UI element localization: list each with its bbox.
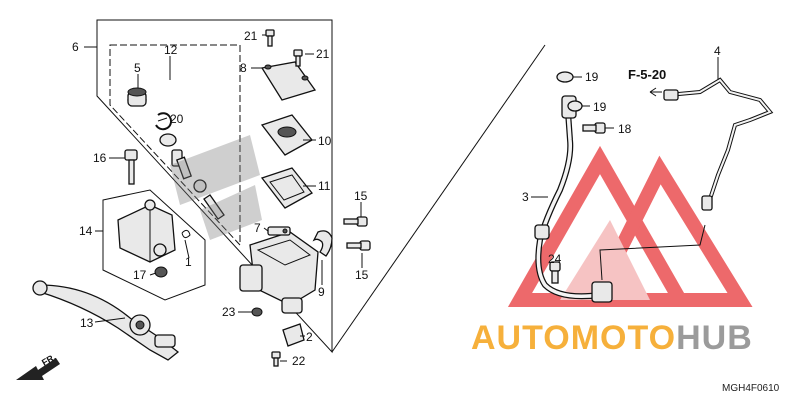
watermark-triangle-right	[583, 155, 753, 307]
diagram-code: MGH4F0610	[722, 383, 780, 394]
watermark-moto: MOTO	[571, 319, 676, 357]
callout-1: 1	[185, 255, 192, 269]
callout-7: 7	[254, 221, 261, 235]
callout-labels: 1 2 3 4 5 6 7 8 9 10 11 12 13 14 15 15 1…	[72, 29, 721, 368]
part-15-bolt-b	[346, 240, 371, 251]
part-13-brake-lever	[32, 280, 180, 361]
lever-group-frame	[102, 189, 206, 301]
front-arrow-icon	[16, 358, 60, 380]
leader-lines	[84, 34, 719, 362]
pipe-leader-line	[599, 224, 706, 281]
part-19-washer-a	[556, 71, 574, 83]
watermark-text: AUTOMOTOHUB	[471, 319, 753, 357]
part-hose-fitting-mid	[534, 224, 550, 240]
callout-5: 5	[134, 61, 141, 75]
part-5-boot	[127, 87, 147, 107]
callout-9: 9	[318, 285, 325, 299]
part-16-bolt	[124, 149, 138, 185]
callout-21a: 21	[244, 29, 258, 43]
callout-11: 11	[318, 179, 331, 193]
part-21-screw-b	[293, 49, 303, 67]
part-17-nut	[154, 266, 168, 278]
part-24-bolt	[549, 261, 561, 284]
callout-4: 4	[714, 44, 721, 58]
part-2-stop-switch	[282, 323, 305, 347]
part-4-pipe-nut-a	[663, 89, 679, 101]
callout-3: 3	[522, 190, 529, 204]
watermark-auto: AUTO	[471, 319, 571, 357]
callout-18: 18	[618, 122, 632, 136]
part-22-screw	[271, 351, 281, 367]
callout-10: 10	[318, 134, 332, 148]
part-hose-fitting-bottom	[591, 281, 613, 303]
shading-band	[170, 135, 262, 240]
callout-20: 20	[170, 112, 184, 126]
part-11-diaphragm	[260, 167, 313, 209]
assembly-frame-12	[109, 44, 241, 247]
front-direction-indicator: FR.	[16, 352, 60, 380]
part-4-pipe-nut-b	[701, 195, 713, 211]
callout-19b: 19	[593, 100, 607, 114]
part-10-diaphragm-plate	[260, 114, 313, 156]
callout-23: 23	[222, 305, 236, 319]
hose-leader-frame	[331, 44, 546, 353]
part-8-reservoir-cap	[260, 61, 317, 101]
part-23-nut	[251, 307, 263, 317]
part-1-spring	[181, 229, 191, 239]
part-master-cylinder-body	[239, 231, 319, 314]
part-9-holder	[312, 230, 333, 257]
callout-12: 12	[164, 43, 178, 57]
callout-24: 24	[548, 252, 562, 266]
part-piston-rod	[171, 149, 225, 220]
part-7-clip	[267, 226, 291, 236]
callout-2: 2	[306, 330, 313, 344]
part-15-bolt-a	[343, 216, 368, 227]
callout-14: 14	[79, 224, 93, 238]
callout-17: 17	[133, 268, 147, 282]
svg-text:AUTOMOTOHUB: AUTOMOTOHUB	[471, 319, 753, 357]
callout-6: 6	[72, 40, 79, 54]
callout-21b: 21	[316, 47, 330, 61]
watermark-triangle-inner	[560, 220, 650, 300]
part-20-circlip	[155, 112, 173, 131]
part-19-washer-b	[567, 100, 583, 112]
part-21-screw-a	[265, 29, 275, 47]
part-18-banjo-bolt	[582, 122, 606, 134]
callout-13: 13	[80, 316, 94, 330]
callout-22: 22	[292, 354, 306, 368]
part-14-lever-holder	[117, 199, 176, 263]
part-washer	[159, 133, 177, 147]
watermark-hub: HUB	[676, 319, 753, 357]
callout-16: 16	[93, 151, 107, 165]
callout-19a: 19	[585, 70, 599, 84]
callout-8: 8	[240, 61, 247, 75]
callout-15a: 15	[354, 189, 368, 203]
reference-arrow	[649, 87, 662, 97]
callout-15b: 15	[355, 268, 369, 282]
reference-label: F-5-20	[628, 67, 666, 82]
